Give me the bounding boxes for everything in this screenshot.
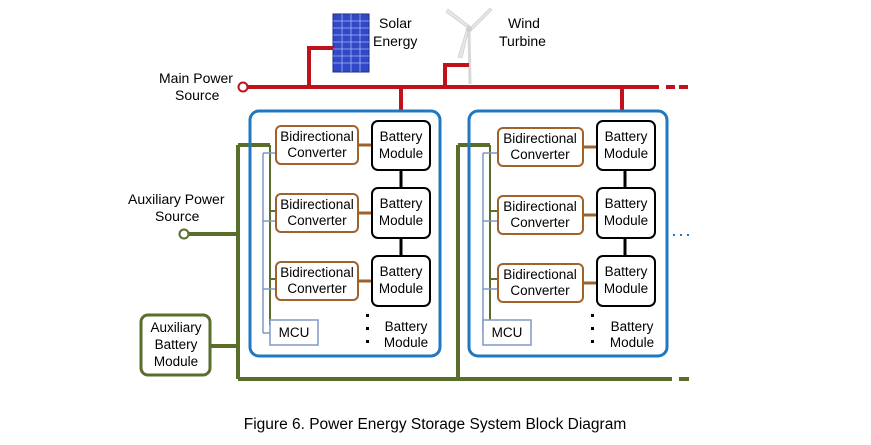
main-power-bus (247, 46, 688, 111)
battery-module (596, 255, 656, 307)
battery-module (371, 187, 431, 239)
storage-cluster-1: Bidirectional Converter Battery Module B… (248, 109, 442, 358)
solar-label-line1: Solar (379, 15, 412, 31)
bidirectional-converter (497, 195, 584, 235)
auxiliary-power-bus (188, 143, 689, 381)
extra-battery-label: Module (610, 335, 654, 350)
battery-label: Module (379, 213, 423, 228)
battery-label: Module (604, 213, 648, 228)
aux-power-label-line2: Source (155, 208, 200, 224)
mcu-box (269, 319, 319, 346)
more-modules-ellipsis (366, 314, 369, 343)
mcu-label: MCU (279, 325, 310, 340)
battery-module (371, 255, 431, 307)
auxiliary-battery-module (139, 313, 212, 377)
mcu-label: MCU (492, 325, 523, 340)
wind-label-line1: Wind (508, 15, 540, 31)
bidirectional-converter (497, 127, 584, 167)
aux-battery-label-line3: Module (154, 354, 198, 369)
bidirectional-converter (275, 125, 359, 165)
more-modules-ellipsis (591, 314, 594, 343)
battery-label: Battery (380, 196, 423, 211)
more-clusters-ellipsis (673, 234, 689, 236)
main-power-terminal (237, 81, 249, 93)
battery-label: Module (379, 146, 423, 161)
battery-label: Battery (380, 264, 423, 279)
battery-label: Module (379, 281, 423, 296)
converter-label: Bidirectional (280, 197, 354, 212)
bidirectional-converter (275, 193, 359, 233)
extra-battery-label: Module (384, 335, 428, 350)
main-power-label-line2: Source (175, 87, 220, 103)
aux-battery-label-line2: Battery (155, 337, 198, 352)
converter-label: Converter (287, 145, 347, 160)
converter-label: Converter (287, 281, 347, 296)
extra-battery-label: Battery (385, 319, 428, 334)
converter-label: Bidirectional (503, 199, 577, 214)
battery-module (371, 120, 431, 171)
aux-battery-label-line1: Auxiliary (150, 320, 201, 335)
converter-label: Converter (510, 215, 570, 230)
solar-panel-icon (332, 13, 370, 73)
converter-label: Bidirectional (280, 265, 354, 280)
battery-module (596, 120, 656, 171)
converter-label: Converter (510, 283, 570, 298)
wind-turbine-icon (445, 7, 493, 85)
mcu-box (482, 319, 532, 346)
bidirectional-converter (497, 263, 584, 303)
battery-label: Module (604, 281, 648, 296)
cluster-1-frame (248, 109, 442, 358)
aux-power-label-line1: Auxiliary Power (128, 191, 225, 207)
converter-label: Converter (287, 213, 347, 228)
converter-label: Bidirectional (503, 131, 577, 146)
main-power-label-line1: Main Power (159, 70, 233, 86)
battery-label: Battery (605, 129, 648, 144)
battery-label: Battery (605, 264, 648, 279)
converter-label: Bidirectional (503, 267, 577, 282)
storage-cluster-2: Bidirectional Converter Battery Module B… (467, 109, 669, 358)
aux-power-terminal (178, 228, 190, 240)
battery-label: Battery (605, 196, 648, 211)
battery-label: Battery (380, 129, 423, 144)
cluster-2-frame (467, 109, 669, 358)
battery-label: Module (604, 146, 648, 161)
battery-module (596, 187, 656, 239)
bidirectional-converter (275, 261, 359, 301)
converter-label: Bidirectional (280, 129, 354, 144)
converter-label: Converter (510, 147, 570, 162)
solar-label-line2: Energy (373, 33, 417, 49)
figure-caption: Figure 6. Power Energy Storage System Bl… (244, 416, 627, 433)
extra-battery-label: Battery (611, 319, 654, 334)
wind-label-line2: Turbine (499, 33, 546, 49)
